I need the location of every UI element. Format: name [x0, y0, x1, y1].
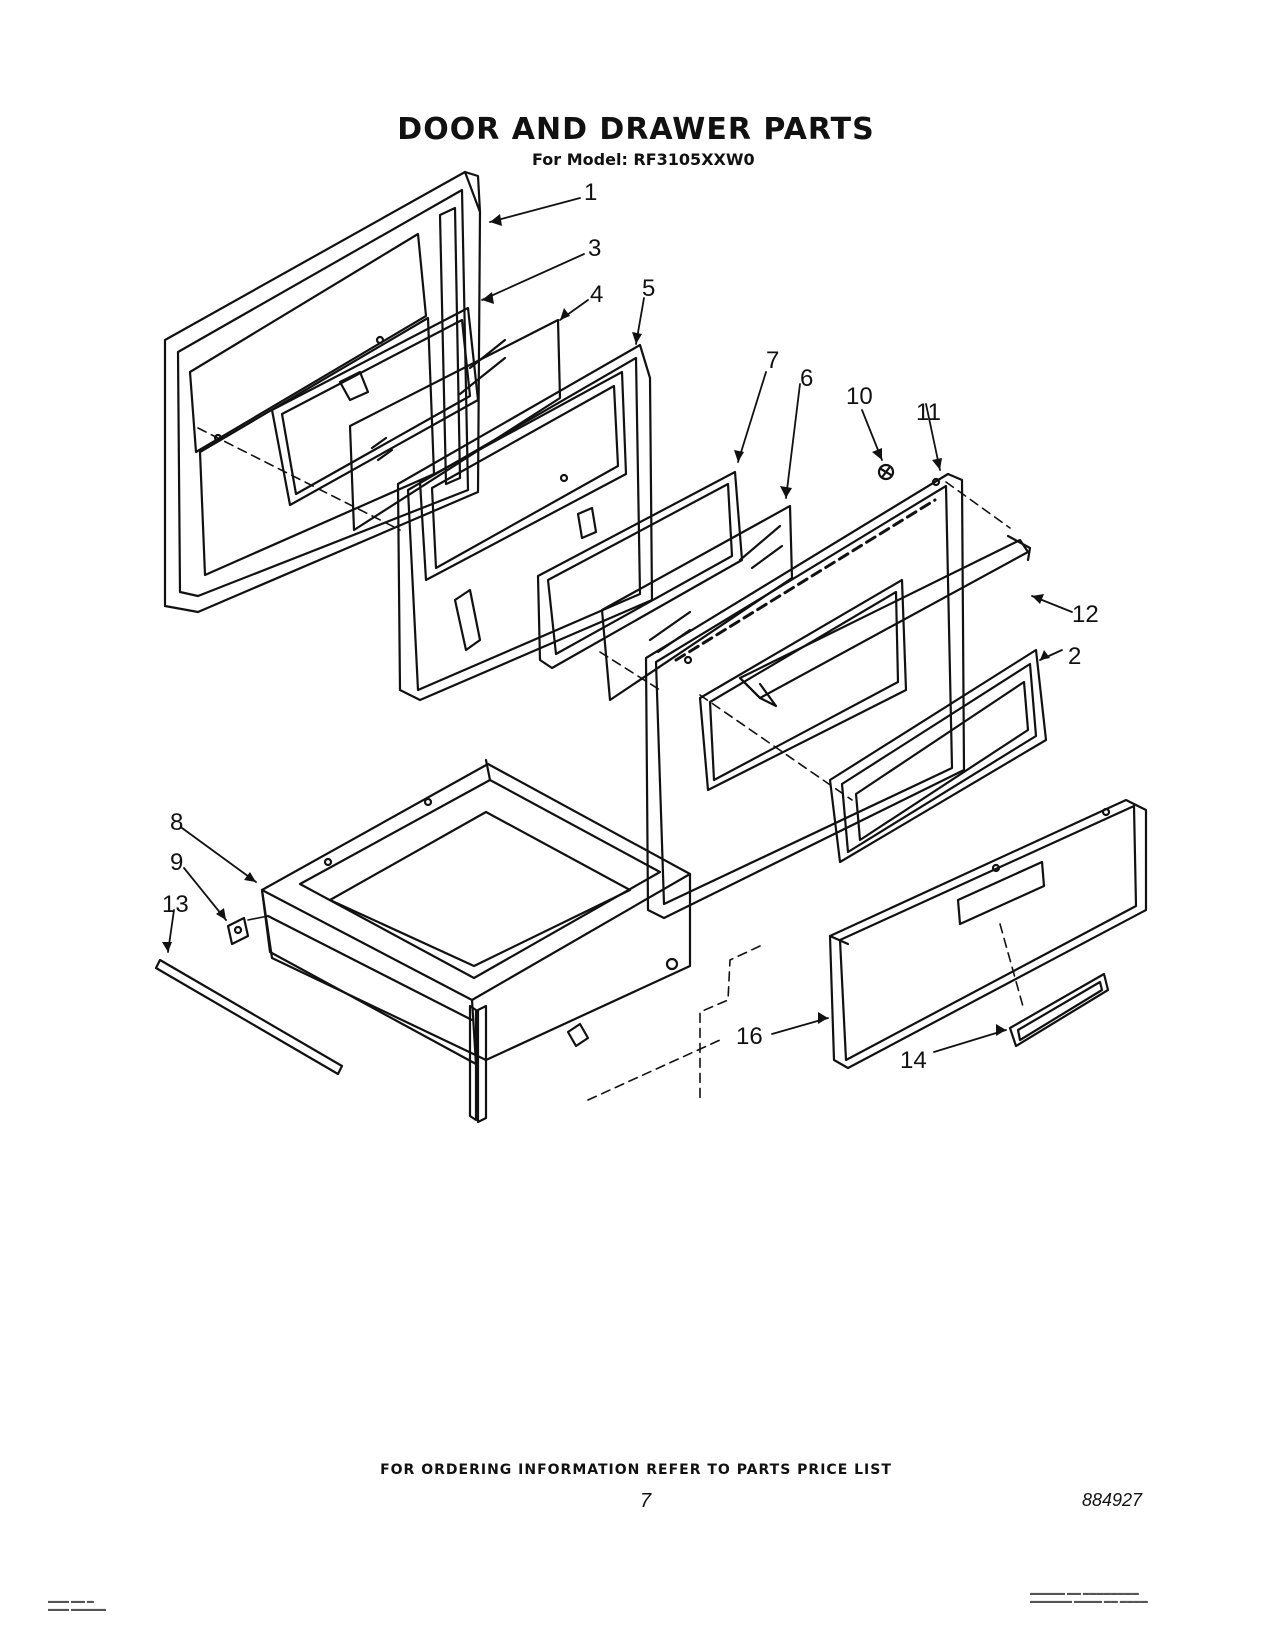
page-title: DOOR AND DRAWER PARTS	[397, 112, 875, 147]
callout-10: 10	[846, 383, 873, 410]
callout-3: 3	[588, 235, 601, 262]
callout-6: 6	[800, 365, 813, 392]
callout-12: 12	[1072, 601, 1099, 628]
assembly-guide-lines	[197, 427, 1025, 1101]
illegible-footnote-left: ▬▬▬ ▬▬ ▬▬▬▬ ▬▬▬▬▬	[48, 1598, 106, 1613]
callout-1: 1	[584, 179, 597, 206]
glass-retainer-frame	[536, 470, 744, 670]
callout-13: 13	[162, 891, 189, 918]
drawer-front-panel	[828, 798, 1148, 1070]
callout-labels: 1 3 4 5 7 6 10 11 12 2 8 9 13 16 14	[162, 179, 1099, 1074]
storage-drawer	[260, 758, 692, 1066]
drawer-handle	[1008, 972, 1110, 1048]
illegible-copyright-notice: ▬▬▬▬▬ ▬▬ ▬▬▬▬▬▬▬▬▬▬▬▬▬▬ ▬▬▬▬ ▬▬ ▬▬▬▬	[1030, 1590, 1148, 1605]
drawer-clip	[226, 916, 250, 946]
door-handle	[738, 534, 1032, 708]
model-subtitle: For Model: RF3105XXW0	[532, 150, 755, 169]
callout-14: 14	[900, 1047, 927, 1074]
callout-8: 8	[170, 809, 183, 836]
callout-9: 9	[170, 849, 183, 876]
document-number: 884927	[1082, 1490, 1143, 1510]
page-number: 7	[640, 1490, 652, 1512]
inner-glass-pane	[348, 318, 562, 532]
callout-2: 2	[1068, 643, 1081, 670]
door-gasket	[270, 306, 480, 507]
drawer-slide-rail	[266, 914, 488, 1124]
inner-door-panel	[163, 170, 482, 614]
leader-arrows	[167, 197, 1073, 1053]
callout-11: 11	[916, 399, 941, 426]
ordering-information-note: FOR ORDERING INFORMATION REFER TO PARTS …	[380, 1462, 892, 1478]
outer-door-panel	[644, 472, 966, 920]
arrow-heads	[162, 214, 1050, 1036]
door-liner	[396, 343, 654, 702]
callout-4: 4	[590, 281, 603, 308]
callout-16: 16	[736, 1023, 763, 1050]
callout-7: 7	[766, 347, 779, 374]
outer-glass-pane	[600, 504, 794, 702]
screw	[877, 463, 895, 481]
window-frame	[828, 648, 1048, 864]
drawer-seal-strip	[154, 958, 344, 1076]
callout-5: 5	[642, 275, 655, 302]
